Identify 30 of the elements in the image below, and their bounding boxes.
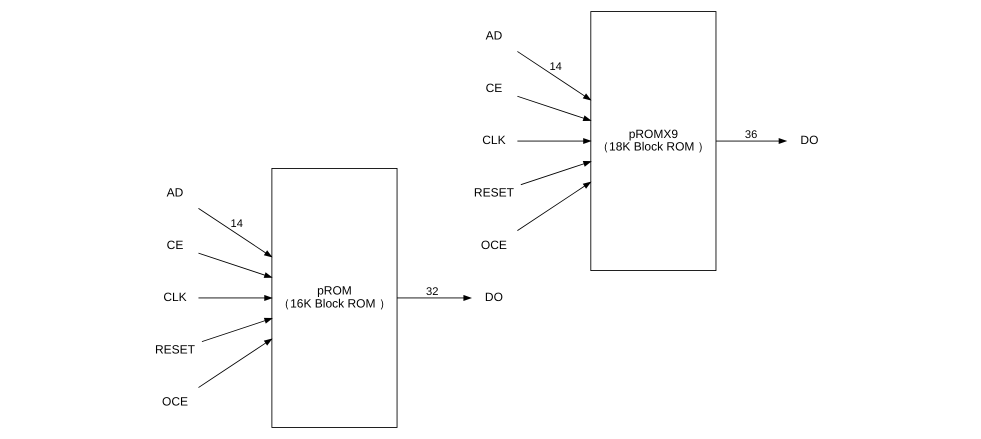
arrow bbox=[198, 252, 273, 278]
node-box: pROM （16K Block ROM ） bbox=[271, 168, 398, 428]
node-text: CE bbox=[166, 238, 184, 252]
arrow bbox=[516, 51, 592, 101]
arrow bbox=[198, 294, 273, 301]
arrow bbox=[520, 161, 592, 186]
node-text: RESET bbox=[155, 342, 196, 356]
arrow bbox=[198, 208, 273, 258]
arrow bbox=[396, 294, 472, 301]
node-text: RESET bbox=[474, 186, 514, 200]
edge-label: 32 bbox=[426, 286, 438, 298]
node-text: CLK bbox=[163, 290, 187, 304]
node-text: CE bbox=[486, 80, 502, 95]
node-text: DO bbox=[800, 133, 818, 148]
arrow bbox=[516, 96, 592, 122]
node-text: AD bbox=[486, 28, 502, 43]
arrow bbox=[198, 338, 273, 388]
arrow bbox=[201, 318, 273, 342]
edge-label: 14 bbox=[230, 218, 243, 230]
edge-label: 14 bbox=[549, 61, 562, 74]
node-box: pROMX9 （18K Block ROM ） bbox=[590, 11, 716, 271]
arrow bbox=[716, 138, 788, 144]
node-text: OCE bbox=[162, 394, 188, 409]
arrow bbox=[516, 181, 592, 232]
node-text: AD bbox=[166, 186, 184, 200]
edge-label: 36 bbox=[744, 128, 758, 141]
node-text: CLK bbox=[482, 133, 506, 148]
arrow bbox=[516, 138, 592, 144]
node-text: DO bbox=[484, 290, 503, 304]
node-text: OCE bbox=[480, 238, 507, 252]
